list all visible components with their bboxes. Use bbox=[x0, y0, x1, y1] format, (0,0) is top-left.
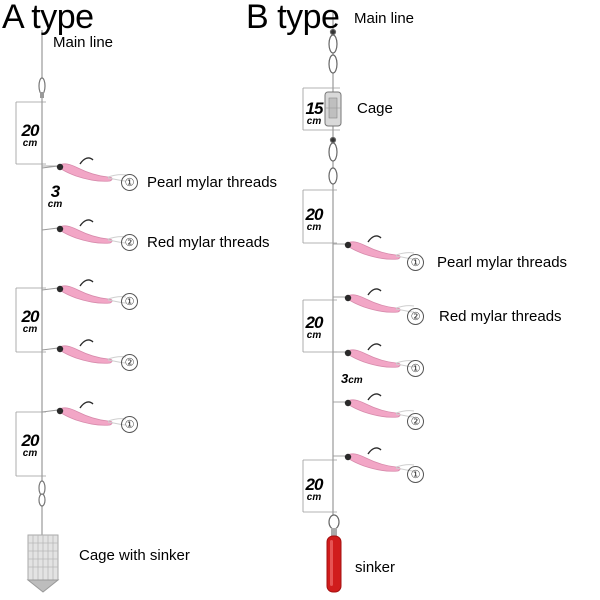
a-lure-5-icon bbox=[56, 401, 127, 426]
b-dim-1-value: 15 bbox=[305, 99, 324, 118]
b-swivel-top-icon bbox=[328, 28, 338, 74]
b-dim-brackets bbox=[302, 87, 340, 513]
b-dim-4-unit: cm bbox=[348, 375, 363, 386]
a-lure-1-icon bbox=[56, 157, 127, 182]
b-dim-3: 20 cm bbox=[302, 314, 326, 341]
b-lure-2-label: Red mylar threads bbox=[439, 308, 562, 325]
b-lure-5-mark: ① bbox=[407, 466, 424, 483]
a-lure-1-label: Pearl mylar threads bbox=[147, 174, 278, 191]
a-dim-2-unit: cm bbox=[47, 199, 63, 210]
a-lure-2-icon bbox=[56, 219, 127, 244]
b-lure-2-mark: ② bbox=[407, 308, 424, 325]
b-dim-1-unit: cm bbox=[306, 116, 322, 127]
a-branch-lines bbox=[41, 165, 59, 413]
a-cage-with-sinker-label: Cage with sinker bbox=[79, 547, 190, 564]
b-dim-5-value: 20 bbox=[305, 475, 324, 494]
b-main-line-label: Main line bbox=[354, 10, 415, 27]
b-lure-4-mark: ② bbox=[407, 413, 424, 430]
a-dim-4-value: 20 bbox=[21, 431, 40, 450]
b-lure-1-mark: ① bbox=[407, 254, 424, 271]
b-lure-3-icon bbox=[344, 343, 415, 368]
a-swivel-bottom-icon bbox=[38, 480, 46, 507]
a-dim-3-value: 20 bbox=[21, 307, 40, 326]
a-cage-with-sinker-icon bbox=[26, 534, 60, 593]
b-lure-4-icon bbox=[344, 393, 415, 418]
a-type-title: A type bbox=[2, 0, 94, 36]
b-lure-3-mark: ① bbox=[407, 360, 424, 377]
b-lure-5-icon bbox=[344, 447, 415, 472]
b-type-title: B type bbox=[246, 0, 340, 36]
b-dim-2: 20 cm bbox=[302, 206, 326, 233]
a-dim-1: 20 cm bbox=[18, 122, 42, 149]
a-dim-3-unit: cm bbox=[22, 324, 38, 335]
a-dim-2: 3 cm bbox=[45, 183, 65, 210]
b-swivel-bottom-icon bbox=[328, 514, 340, 536]
a-lure-5-mark: ① bbox=[121, 416, 138, 433]
b-sinker-label: sinker bbox=[355, 559, 396, 576]
b-cage-icon bbox=[324, 91, 342, 127]
b-dim-2-unit: cm bbox=[306, 222, 322, 233]
b-dim-4-value: 3 bbox=[341, 371, 349, 386]
b-lure-2-icon bbox=[344, 288, 415, 313]
b-dim-5: 20 cm bbox=[302, 476, 326, 503]
b-cage-label: Cage bbox=[357, 100, 393, 117]
a-dim-1-value: 20 bbox=[21, 121, 40, 140]
b-dim-5-unit: cm bbox=[306, 492, 322, 503]
a-dim-1-unit: cm bbox=[22, 138, 38, 149]
b-dim-1: 15 cm bbox=[304, 100, 324, 127]
a-swivel-top-icon bbox=[38, 77, 46, 98]
b-swivel-mid-icon bbox=[328, 136, 338, 185]
b-lure-1-label: Pearl mylar threads bbox=[437, 254, 568, 271]
b-dim-4: 3cm bbox=[341, 372, 363, 386]
b-dim-3-value: 20 bbox=[305, 313, 324, 332]
a-dim-4-unit: cm bbox=[22, 448, 38, 459]
a-dim-brackets bbox=[15, 101, 58, 477]
a-dim-2-value: 3 bbox=[50, 182, 60, 201]
b-sinker-icon bbox=[326, 535, 342, 593]
a-dim-3: 20 cm bbox=[18, 308, 42, 335]
a-lure-4-mark: ② bbox=[121, 354, 138, 371]
b-dim-3-unit: cm bbox=[306, 330, 322, 341]
a-main-line-label: Main line bbox=[53, 34, 114, 51]
a-dim-4: 20 cm bbox=[18, 432, 42, 459]
a-lure-3-icon bbox=[56, 279, 127, 304]
a-lure-2-mark: ② bbox=[121, 234, 138, 251]
a-lure-1-mark: ① bbox=[121, 174, 138, 191]
a-lure-4-icon bbox=[56, 339, 127, 364]
b-branch-lines bbox=[333, 243, 346, 457]
b-dim-2-value: 20 bbox=[305, 205, 324, 224]
b-lure-1-icon bbox=[344, 235, 415, 260]
a-lure-3-mark: ① bbox=[121, 293, 138, 310]
a-lure-2-label: Red mylar threads bbox=[147, 234, 270, 251]
